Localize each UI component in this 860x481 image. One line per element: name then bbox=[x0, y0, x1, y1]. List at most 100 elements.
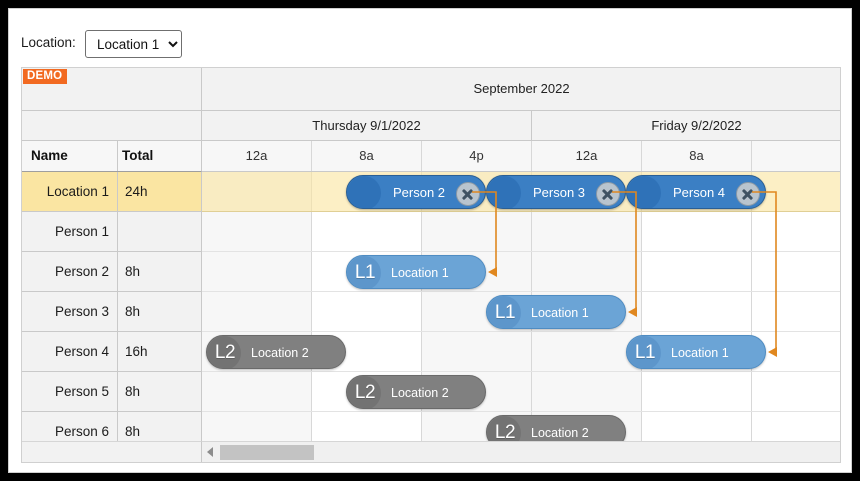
resource-total: 16h bbox=[125, 344, 148, 359]
event-label: Location 1 bbox=[671, 346, 729, 360]
row-divider bbox=[117, 332, 118, 371]
resource-total: 24h bbox=[125, 184, 148, 199]
scheduler-app: Location: Location 1 DEMO September 2022… bbox=[8, 8, 852, 473]
hour-header-cell: 4p bbox=[422, 141, 532, 171]
resource-name: Person 1 bbox=[54, 224, 109, 239]
event-bar[interactable]: L1 Location 1 bbox=[346, 255, 486, 289]
event-bar[interactable]: Person 4 bbox=[626, 175, 766, 209]
event-label: Person 4 bbox=[673, 185, 726, 200]
resource-name: Person 2 bbox=[54, 264, 109, 279]
resource-row[interactable]: Person 2 8h bbox=[22, 252, 201, 292]
event-disc-icon bbox=[347, 376, 381, 408]
scroll-left-arrow[interactable] bbox=[207, 447, 213, 457]
resource-name: Location 1 bbox=[46, 184, 109, 199]
event-label: Location 2 bbox=[391, 386, 449, 400]
event-bar[interactable]: L2 Location 2 bbox=[206, 335, 346, 369]
event-disc-icon bbox=[347, 176, 381, 208]
resource-name: Person 4 bbox=[54, 344, 109, 359]
row-divider bbox=[117, 372, 118, 411]
event-disc-icon bbox=[627, 336, 661, 368]
event-badge: L2 bbox=[354, 382, 376, 403]
event-delete-icon[interactable] bbox=[596, 182, 620, 206]
demo-badge: DEMO bbox=[23, 69, 68, 84]
row-divider bbox=[117, 292, 118, 331]
event-bar[interactable]: L2 Location 2 bbox=[486, 415, 626, 441]
resource-columns-header: Name Total bbox=[22, 141, 202, 172]
row-divider bbox=[117, 212, 118, 251]
resource-total: 8h bbox=[125, 304, 141, 319]
row-divider bbox=[117, 172, 118, 211]
event-label: Location 2 bbox=[251, 346, 309, 360]
resource-name: Person 6 bbox=[54, 424, 109, 439]
event-label: Location 1 bbox=[391, 266, 449, 280]
event-badge: L1 bbox=[494, 302, 516, 323]
event-disc-icon bbox=[207, 336, 241, 368]
hour-header-cell: 8a bbox=[642, 141, 752, 171]
event-delete-icon[interactable] bbox=[456, 182, 480, 206]
grid-row[interactable] bbox=[202, 292, 840, 332]
event-delete-icon[interactable] bbox=[736, 182, 760, 206]
event-label: Location 2 bbox=[531, 426, 589, 440]
column-header-name[interactable]: Name bbox=[31, 148, 68, 163]
grid-row[interactable] bbox=[202, 212, 840, 252]
row-divider bbox=[117, 252, 118, 291]
event-badge: L1 bbox=[354, 262, 376, 283]
day-header-cell: Thursday 9/1/2022 bbox=[202, 111, 532, 140]
hour-header-cell: 12a bbox=[532, 141, 642, 171]
header-divider bbox=[117, 141, 118, 171]
grid-column[interactable] bbox=[202, 172, 312, 441]
scrollbar-thumb[interactable] bbox=[220, 445, 314, 460]
grid-row[interactable] bbox=[202, 332, 840, 372]
event-disc-icon bbox=[487, 176, 521, 208]
resource-row[interactable]: Person 3 8h bbox=[22, 292, 201, 332]
event-bar[interactable]: L1 Location 1 bbox=[626, 335, 766, 369]
resource-row[interactable]: Person 1 bbox=[22, 212, 201, 252]
grid-column[interactable] bbox=[642, 172, 752, 441]
demo-corner: DEMO bbox=[22, 68, 202, 111]
hour-header-cell: 8a bbox=[312, 141, 422, 171]
event-bar[interactable]: L2 Location 2 bbox=[346, 375, 486, 409]
event-disc-icon bbox=[487, 296, 521, 328]
location-label: Location: bbox=[21, 35, 76, 50]
event-disc-icon bbox=[487, 416, 521, 441]
event-disc-icon bbox=[627, 176, 661, 208]
resource-total bbox=[118, 212, 125, 251]
event-label: Person 2 bbox=[393, 185, 446, 200]
resource-row[interactable]: Location 1 24h bbox=[22, 172, 201, 212]
horizontal-scrollbar[interactable] bbox=[202, 441, 840, 462]
hour-header-cell: 12a bbox=[202, 141, 312, 171]
location-select[interactable]: Location 1 bbox=[85, 30, 182, 58]
event-badge: L2 bbox=[214, 342, 236, 363]
event-bar[interactable]: Person 2 bbox=[346, 175, 486, 209]
row-divider bbox=[117, 412, 118, 451]
resource-total: 8h bbox=[125, 424, 141, 439]
resource-row[interactable]: Person 5 8h bbox=[22, 372, 201, 412]
month-header-row: September 2022 bbox=[202, 68, 840, 111]
resource-row[interactable]: Person 4 16h bbox=[22, 332, 201, 372]
event-bar[interactable]: Person 3 bbox=[486, 175, 626, 209]
resource-name: Person 3 bbox=[54, 304, 109, 319]
corner-lower bbox=[22, 111, 202, 141]
month-header-cell: September 2022 bbox=[473, 81, 570, 96]
event-badge: L2 bbox=[494, 422, 516, 441]
column-header-total[interactable]: Total bbox=[122, 148, 154, 163]
resource-name: Person 5 bbox=[54, 384, 109, 399]
event-disc-icon bbox=[347, 256, 381, 288]
toolbar: Location: Location 1 bbox=[9, 9, 851, 63]
event-badge: L1 bbox=[634, 342, 656, 363]
resource-total: 8h bbox=[125, 264, 141, 279]
grid-row[interactable] bbox=[202, 252, 840, 292]
event-label: Location 1 bbox=[531, 306, 589, 320]
event-label: Person 3 bbox=[533, 185, 586, 200]
resource-total: 8h bbox=[125, 384, 141, 399]
grid-row[interactable] bbox=[202, 372, 840, 412]
event-bar[interactable]: L1 Location 1 bbox=[486, 295, 626, 329]
day-header-cell: Friday 9/2/2022 bbox=[532, 111, 840, 140]
scroll-corner bbox=[22, 441, 202, 462]
